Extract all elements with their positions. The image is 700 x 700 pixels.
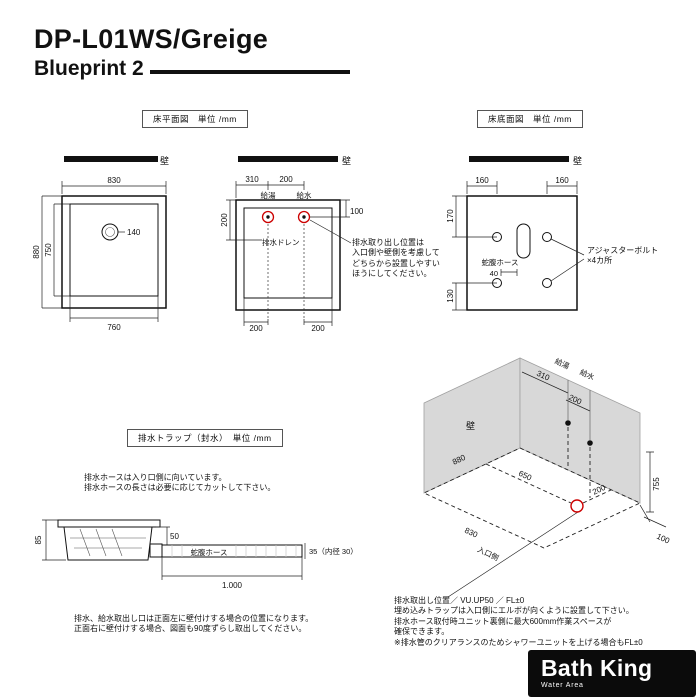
tray-inner-outline xyxy=(243,207,333,299)
dim-100: 100 xyxy=(350,207,364,216)
section-label-floor-plan: 床平面図 単位 /mm xyxy=(142,110,248,128)
unit-floor-outline xyxy=(422,447,642,549)
hose-label-backing xyxy=(186,547,232,556)
base-outline xyxy=(466,195,578,311)
supply-plan-drawing: 壁 310 200 給湯 給水 100 200 排水ドレン 200 200 xyxy=(220,155,364,333)
adjuster-bolt xyxy=(542,278,552,288)
dim-1000: 1.000 xyxy=(222,581,243,590)
dim-35: 35（内径 30） xyxy=(309,546,358,556)
wall-mount-note: 排水、給水取出し口は正面左に壁付けする場合の位置になります。 正面右に壁付けする… xyxy=(74,614,314,634)
drain-outlet-marker xyxy=(570,499,584,513)
wall-bar xyxy=(469,156,569,162)
supply-point-dot xyxy=(302,215,306,219)
page-subtitle: Blueprint 2 xyxy=(34,57,144,80)
dim-130: 130 xyxy=(446,289,455,303)
dim-100: 100 xyxy=(655,532,671,546)
wall-bar xyxy=(238,156,338,162)
hot-water-point xyxy=(565,420,571,426)
drain-position-note: 排水取り出し位置は 入口側や壁側を考慮して どちらから設置しやすい ほうにしてく… xyxy=(352,238,440,279)
drain-position-marker-right xyxy=(297,210,311,224)
floor-bottom-drawing: 壁 160 160 170 130 蛇腹ホース 40 xyxy=(446,155,585,311)
brand-name: Bath King xyxy=(541,655,653,681)
hot-water-label: 給湯 xyxy=(553,356,571,372)
brand-logo: Bath King Water Area xyxy=(528,650,696,697)
drain-circle-outer xyxy=(101,223,119,241)
wall-label: 壁 xyxy=(160,155,169,166)
dim-755: 755 xyxy=(652,477,661,491)
cold-water-label: 給水 xyxy=(297,190,312,200)
dim-750: 750 xyxy=(44,243,53,257)
dim-50: 50 xyxy=(170,532,179,541)
flexible-hose-outlet xyxy=(516,223,531,259)
wall-label: 壁 xyxy=(573,155,582,166)
hose-direction-note: 排水ホースは入り口側に向いています。 排水ホースの長さは必要に応じてカットして下… xyxy=(84,473,276,493)
page-title: DP-L01WS/Greige xyxy=(34,24,269,54)
drain-circle-inner xyxy=(105,227,115,237)
note-leader-line xyxy=(447,511,579,598)
hose-label: 蛇腹ホース xyxy=(481,257,518,267)
drain-position-marker-left xyxy=(261,210,275,224)
dim-200-bottom-left: 200 xyxy=(249,324,263,333)
drain-label: 排水ドレン xyxy=(262,237,300,247)
dim-200-top: 200 xyxy=(279,175,293,184)
right-wall xyxy=(519,357,641,504)
note-leader-line xyxy=(309,219,352,244)
dim-40: 40 xyxy=(490,269,498,278)
hose-label: 蛇腹ホース xyxy=(190,547,227,557)
trap-body xyxy=(63,526,153,561)
tray-outer-outline xyxy=(61,195,167,309)
wall-bar xyxy=(64,156,158,162)
trap-flange xyxy=(57,519,161,528)
isometric-view-drawing: 壁 880 830 入口側 310 200 給湯 給水 650 200 755 … xyxy=(422,356,672,598)
dim-160-right: 160 xyxy=(555,176,569,185)
drain-hose xyxy=(161,544,303,558)
floor-plan-drawing: 壁 830 140 880 750 760 xyxy=(32,155,169,332)
cold-water-label: 給水 xyxy=(578,367,596,383)
dim-880: 880 xyxy=(32,245,41,259)
dim-160-left: 160 xyxy=(475,176,489,185)
wall-label: 壁 xyxy=(466,420,475,431)
entrance-side-label: 入口側 xyxy=(476,544,501,563)
installation-notes: 排水取出し位置／ VU.UP50 ／ FL±0 埋め込みトラップは入口側にエルボ… xyxy=(394,596,643,647)
tray-inner-outline xyxy=(69,203,159,297)
hot-water-label: 給湯 xyxy=(261,190,276,200)
dim-310: 310 xyxy=(245,175,259,184)
tray-outer-outline xyxy=(235,199,341,311)
dim-200-left: 200 xyxy=(220,213,229,227)
dim-170: 170 xyxy=(446,209,455,223)
drain-trap-drawing: 85 50 蛇腹ホース 35（内径 30） 1.000 xyxy=(34,519,358,590)
section-label-floor-bottom: 床底面図 単位 /mm xyxy=(477,110,583,128)
adjuster-leader-lines xyxy=(550,238,585,282)
dim-830: 830 xyxy=(463,526,479,540)
adjuster-bolt xyxy=(542,232,552,242)
title-rule xyxy=(150,70,350,74)
dim-140: 140 xyxy=(127,228,141,237)
wall-label: 壁 xyxy=(342,155,351,166)
cold-water-point xyxy=(587,440,593,446)
trap-outlet xyxy=(149,543,163,558)
section-label-drain-trap: 排水トラップ（封水） 単位 /mm xyxy=(127,429,283,447)
dim-830: 830 xyxy=(107,176,121,185)
adjuster-bolt-note: アジャスターボルト ×4カ所 xyxy=(587,246,659,266)
supply-point-dot xyxy=(266,215,270,219)
brand-tagline: Water Area xyxy=(541,682,584,689)
dim-85: 85 xyxy=(34,535,43,544)
dim-650: 650 xyxy=(517,469,533,483)
dim-200-bottom-right: 200 xyxy=(311,324,325,333)
dim-760: 760 xyxy=(107,323,121,332)
